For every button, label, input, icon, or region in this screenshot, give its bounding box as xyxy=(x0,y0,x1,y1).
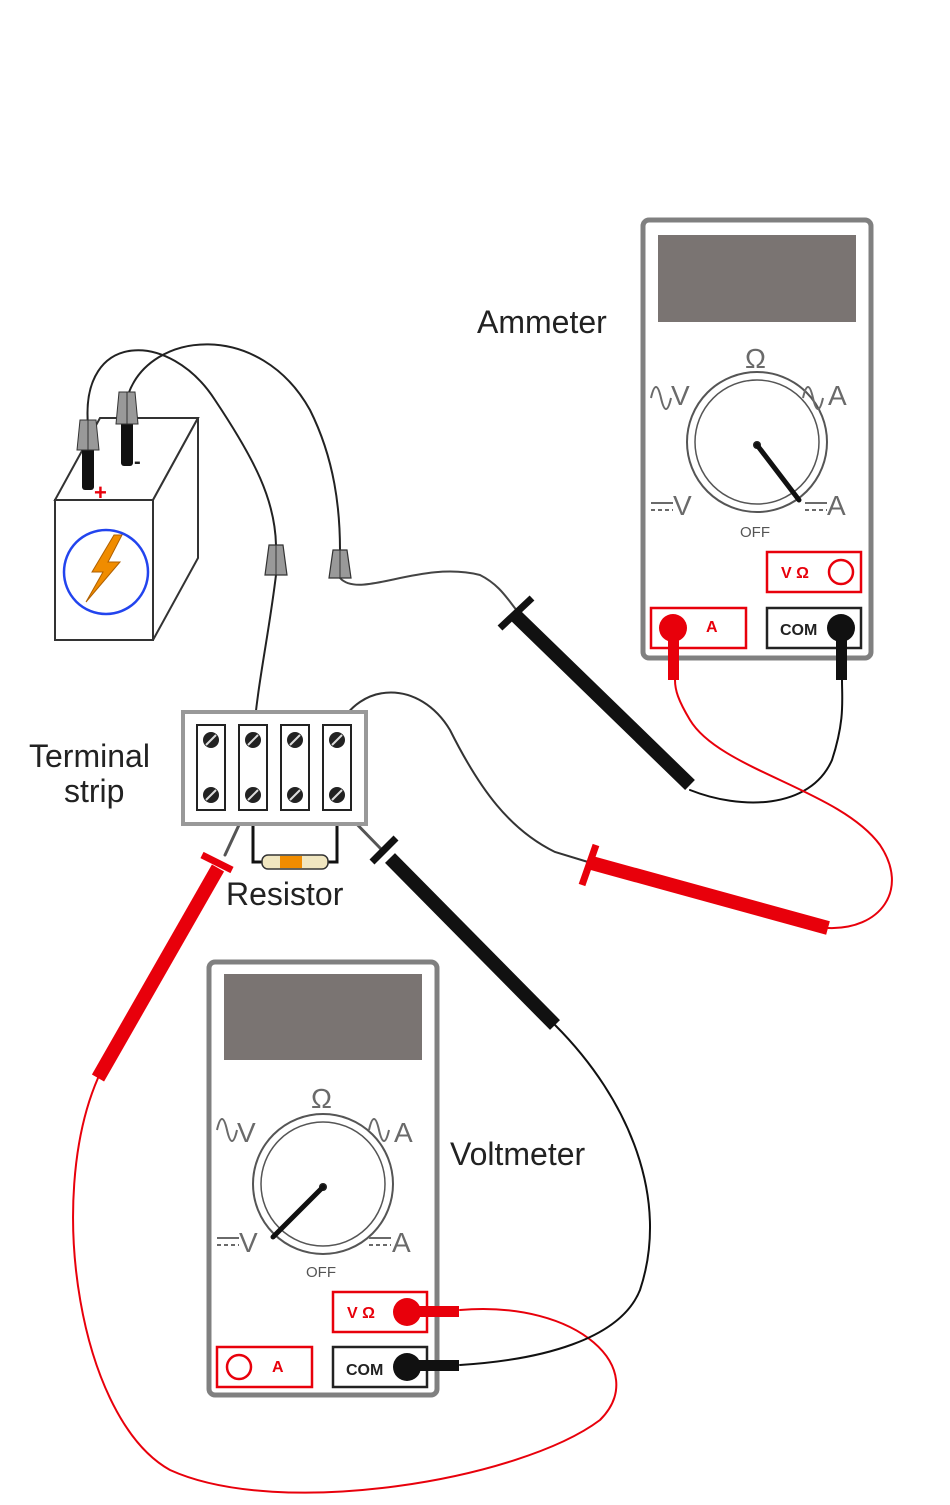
voltmeter-dc-volts-label: V xyxy=(239,1227,258,1258)
voltmeter-dial[interactable] xyxy=(252,1113,394,1255)
voltmeter-dial-pointer xyxy=(270,1184,326,1240)
ammeter-dial[interactable] xyxy=(686,371,828,513)
ammeter-black-probe[interactable] xyxy=(497,595,695,791)
terminal-1[interactable] xyxy=(196,724,226,811)
terminal-3[interactable] xyxy=(280,724,310,811)
battery: + - xyxy=(53,391,200,641)
ammeter-jack-com[interactable]: COM xyxy=(765,606,863,680)
wire-terminal-to-ammeter-red-probe xyxy=(336,691,589,863)
ammeter-red-probe[interactable] xyxy=(578,843,830,935)
resistor-lead-left xyxy=(251,810,264,864)
ammeter-ac-volts-icon xyxy=(650,386,672,410)
resistor-lead-right xyxy=(326,810,339,864)
resistor xyxy=(261,854,329,870)
ammeter-off-label: OFF xyxy=(740,524,770,541)
svg-text:A: A xyxy=(272,1359,284,1376)
voltmeter-dc-amps-label: A xyxy=(392,1227,411,1258)
terminal-strip-label-line1: Terminal xyxy=(29,738,150,774)
voltmeter-dc-volts-icon xyxy=(217,1237,239,1246)
cable-ammeter-com xyxy=(689,679,844,804)
cable-voltmeter-red xyxy=(72,1077,618,1494)
ammeter-dc-volts-icon xyxy=(651,502,673,511)
resistor-band xyxy=(280,856,302,868)
ammeter-ac-volts-label: V xyxy=(671,380,690,411)
ammeter-ohm-label: Ω xyxy=(745,343,766,374)
voltmeter-display xyxy=(224,974,422,1060)
cable-voltmeter-black xyxy=(459,1024,652,1366)
svg-text:COM: COM xyxy=(346,1362,383,1379)
voltmeter-label: Voltmeter xyxy=(450,1136,586,1172)
svg-text:A: A xyxy=(706,619,718,636)
ammeter: Ω V A V A OFF V Ω A COM xyxy=(640,217,874,680)
terminal-strip-label-line2: strip xyxy=(64,773,124,809)
ammeter-dial-pointer xyxy=(754,442,802,503)
terminal-2[interactable] xyxy=(238,724,268,811)
svg-text:COM: COM xyxy=(780,622,817,639)
alligator-clip-left[interactable] xyxy=(264,544,288,576)
voltmeter-dc-amps-icon xyxy=(369,1237,391,1246)
battery-positive-label: + xyxy=(94,480,107,505)
voltmeter: Ω V A V A OFF V Ω A COM xyxy=(206,959,459,1398)
battery-clip-negative[interactable] xyxy=(115,391,139,466)
ammeter-display xyxy=(658,235,856,322)
voltmeter-ohm-label: Ω xyxy=(311,1083,332,1114)
voltmeter-ac-volts-icon xyxy=(216,1118,238,1142)
battery-clip-positive[interactable] xyxy=(76,419,100,490)
terminal-strip xyxy=(181,710,368,826)
voltmeter-off-label: OFF xyxy=(306,1264,336,1281)
wire-clip-to-ammeter-probe xyxy=(339,570,519,613)
voltmeter-jack-v-ohm[interactable]: V Ω xyxy=(331,1290,459,1334)
voltmeter-ac-amps-label: A xyxy=(394,1117,413,1148)
ammeter-dc-amps-label: A xyxy=(827,490,846,521)
voltmeter-jack-com[interactable]: COM xyxy=(331,1345,459,1389)
ammeter-ac-amps-label: A xyxy=(828,380,847,411)
ammeter-jack-a[interactable]: A xyxy=(649,606,748,680)
cable-ammeter-a xyxy=(674,679,893,930)
voltmeter-ac-volts-label: V xyxy=(237,1117,256,1148)
svg-text:V Ω: V Ω xyxy=(347,1305,375,1322)
ammeter-dc-amps-icon xyxy=(805,502,827,511)
voltmeter-ac-amps-icon xyxy=(368,1118,390,1142)
svg-text:V Ω: V Ω xyxy=(781,565,809,582)
voltmeter-black-probe[interactable] xyxy=(369,835,560,1030)
ammeter-dc-volts-label: V xyxy=(673,490,692,521)
ammeter-ac-amps-icon xyxy=(802,386,824,410)
terminal-4[interactable] xyxy=(322,724,352,811)
voltmeter-red-probe[interactable] xyxy=(91,851,234,1082)
wire-battery-neg-to-clip xyxy=(127,343,341,551)
wire-battery-pos-to-clip xyxy=(86,349,277,546)
voltmeter-jack-a[interactable]: A xyxy=(215,1345,314,1389)
battery-negative-label: - xyxy=(134,451,141,473)
ammeter-jack-v-ohm[interactable]: V Ω xyxy=(765,550,863,594)
resistor-label: Resistor xyxy=(226,876,344,912)
lightning-bolt-icon xyxy=(85,534,123,603)
ammeter-label: Ammeter xyxy=(477,304,607,340)
alligator-clip-right[interactable] xyxy=(328,549,352,579)
